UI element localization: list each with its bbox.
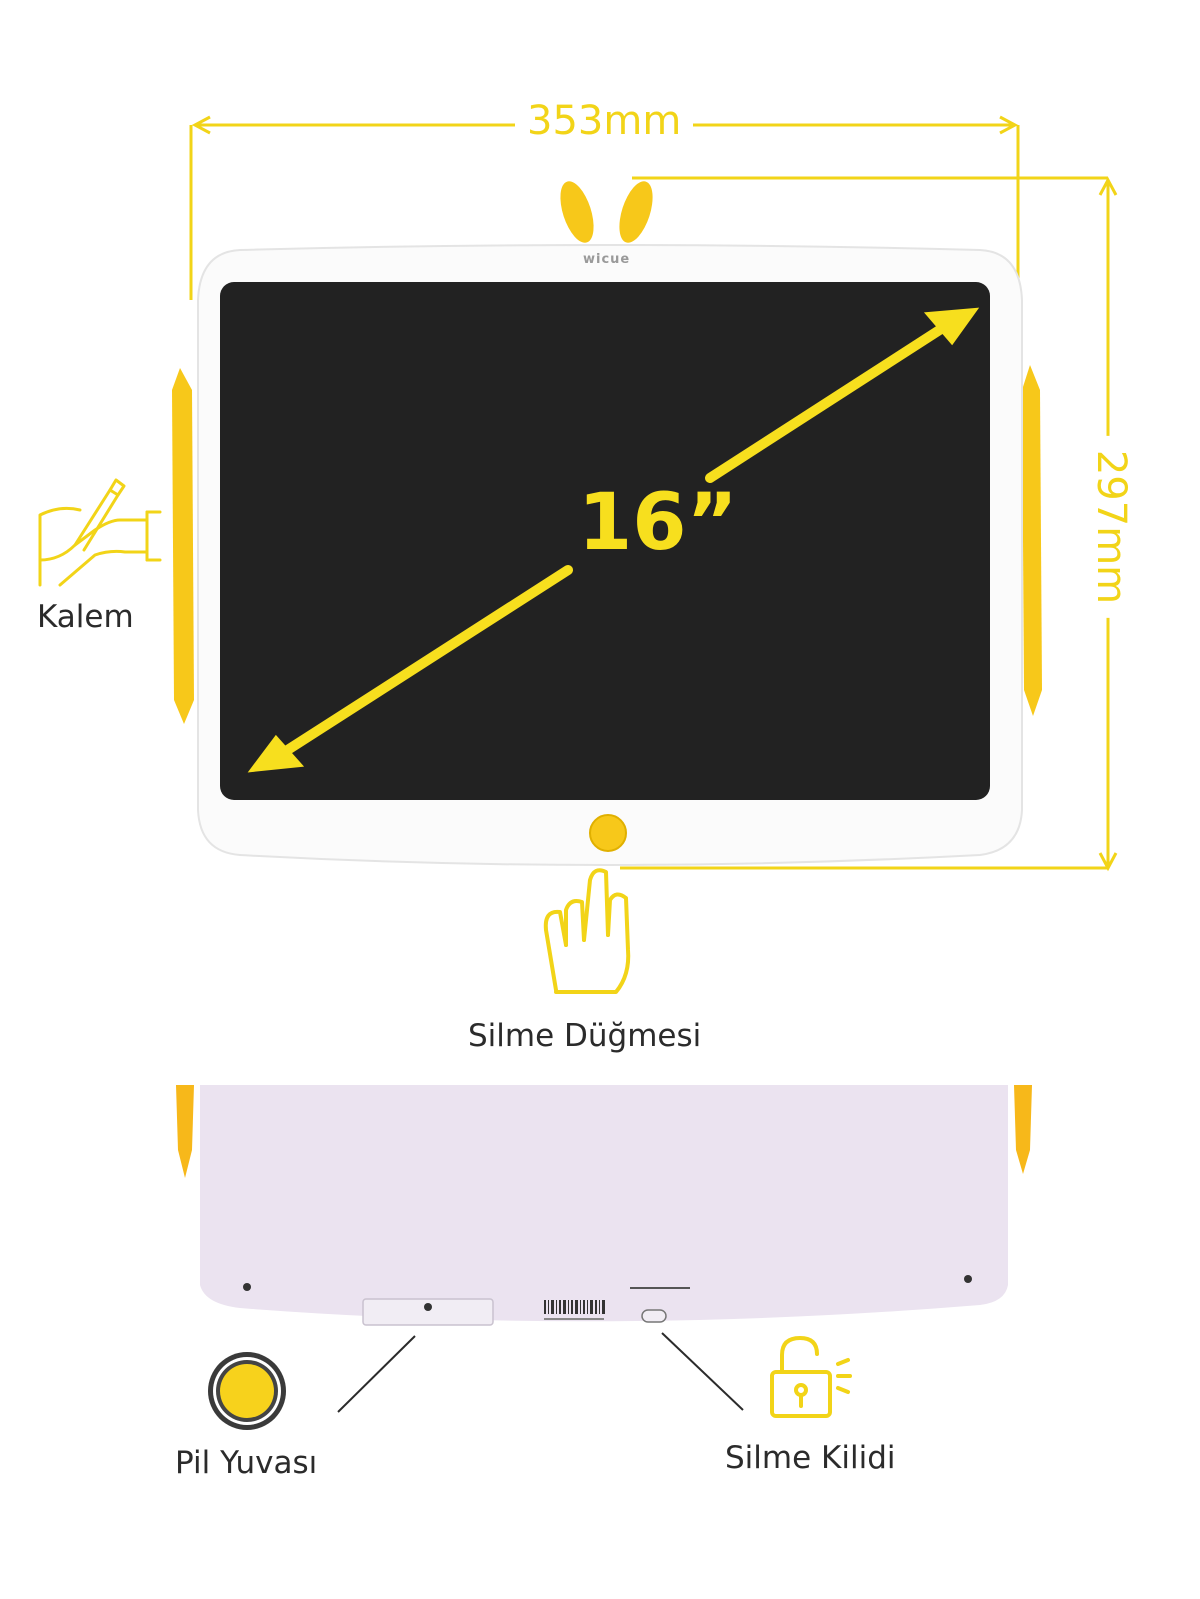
diagonal-size-label: 16” xyxy=(578,478,738,568)
brand-logo: wicue xyxy=(583,252,631,267)
pen-label: Kalem xyxy=(37,599,134,635)
side-pens xyxy=(172,365,1042,724)
pen-hand-icon xyxy=(38,478,162,587)
diagonal-arrow xyxy=(247,307,980,773)
tablet-ears xyxy=(560,181,653,243)
battery-pointer-line xyxy=(337,1335,416,1413)
erase-button-label: Silme Düğmesi xyxy=(468,1018,702,1054)
lock-pointer-line xyxy=(661,1332,744,1411)
unlock-icon xyxy=(770,1335,852,1418)
battery-cover[interactable] xyxy=(362,1298,494,1326)
erase-button[interactable] xyxy=(589,814,627,852)
width-label: 353mm xyxy=(515,98,694,144)
battery-slot-label: Pil Yuvası xyxy=(175,1445,318,1481)
barcode xyxy=(544,1300,605,1320)
screw-right xyxy=(964,1275,972,1283)
erase-lock-label: Silme Kilidi xyxy=(725,1440,896,1476)
tablet-back-panel xyxy=(200,1085,1008,1322)
height-label: 297mm xyxy=(1088,435,1135,619)
battery-coin-icon xyxy=(208,1352,286,1430)
back-side-pens xyxy=(176,1085,1032,1178)
finger-press-icon xyxy=(543,868,631,994)
screw-left xyxy=(243,1283,251,1291)
lock-switch[interactable] xyxy=(630,1287,690,1323)
